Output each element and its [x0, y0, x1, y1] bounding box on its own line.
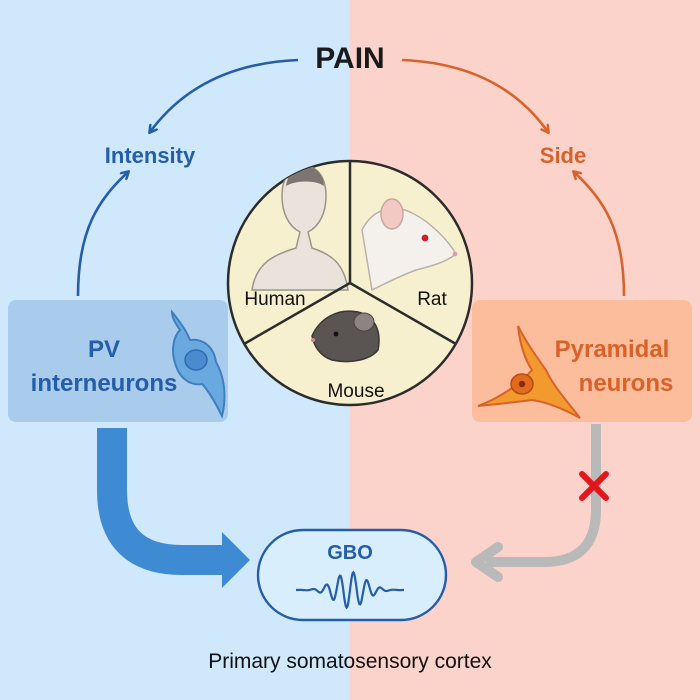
circle-divider-right — [349, 281, 457, 346]
gbo-box: GBO — [256, 528, 448, 622]
inhibition-x-icon — [579, 471, 609, 501]
pv-label-line1: PV — [88, 336, 120, 363]
pyramidal-to-gbo-arrow — [486, 424, 601, 567]
mouse-icon — [311, 310, 380, 363]
rat-label: Rat — [417, 289, 447, 310]
pyramidal-to-side-arrow — [574, 172, 626, 297]
footer-caption: Primary somatosensory cortex — [208, 650, 492, 673]
pain-to-side-arrow — [401, 58, 548, 132]
gamma-oscillation-wave — [296, 570, 404, 610]
gbo-label: GBO — [327, 542, 373, 564]
pyramidal-to-gbo-arrowhead — [471, 542, 503, 582]
pv-to-gbo-arrowhead — [222, 532, 250, 588]
pyramidal-label-line1: Pyramidal — [555, 336, 670, 363]
side-label: Side — [540, 143, 586, 168]
pain-to-intensity-arrow — [150, 58, 299, 132]
pv-label-line2: interneurons — [31, 370, 178, 397]
pv-to-gbo-arrow — [97, 428, 224, 575]
pv-interneurons-box: PV interneurons — [8, 300, 228, 422]
pv-neuron-icon — [170, 309, 226, 419]
pyramidal-label-line2: neurons — [579, 370, 674, 397]
pv-to-intensity-arrow — [76, 172, 128, 297]
mouse-label: Mouse — [327, 381, 384, 402]
human-label: Human — [244, 289, 305, 310]
pyramidal-neuron-icon — [477, 325, 581, 419]
species-circle: Human Rat Mouse — [226, 159, 474, 407]
rat-icon — [361, 198, 458, 292]
pain-title: PAIN — [315, 42, 384, 75]
circle-divider-left — [243, 281, 351, 346]
intensity-label: Intensity — [105, 143, 196, 168]
pyramidal-neurons-box: Pyramidal neurons — [472, 300, 692, 422]
